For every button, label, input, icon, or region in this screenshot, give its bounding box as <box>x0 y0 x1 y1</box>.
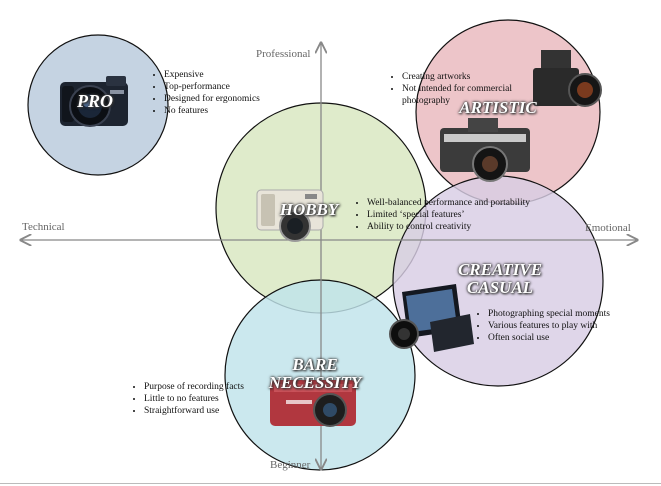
bare-necessity-title-line1: BARE <box>292 355 338 374</box>
list-item: Not intended for commercial photography <box>402 83 542 107</box>
bare-necessity-title: BARE NECESSITY <box>250 356 380 392</box>
list-item: Designed for ergonomics <box>164 93 304 105</box>
list-item: Well-balanced performance and portabilit… <box>367 197 577 209</box>
axis-label-bottom: Beginner <box>270 459 311 471</box>
creative-casual-bullets: Photographing special moments Various fe… <box>474 308 638 344</box>
list-item: Ability to control creativity <box>367 221 577 233</box>
list-item: Often social use <box>488 332 638 344</box>
compact-camera-icon <box>256 189 324 242</box>
hobby-title: HOBBY <box>279 200 339 219</box>
axis-label-top: Professional <box>256 48 311 60</box>
creative-casual-title-line1: CREATIVE <box>457 260 543 279</box>
artistic-bullets: Creating artworks Not intended for comme… <box>388 71 542 107</box>
list-item: Creating artworks <box>402 71 542 83</box>
flip-screen-camera-icon <box>389 284 474 352</box>
pro-title: PRO <box>77 91 113 111</box>
creative-casual-title: CREATIVE CASUAL <box>440 261 560 297</box>
list-item: Straightforward use <box>144 405 284 417</box>
axis-label-left: Technical <box>22 221 65 233</box>
list-item: No features <box>164 105 304 117</box>
list-item: Various features to play with <box>488 320 638 332</box>
point-and-shoot-camera-icon <box>270 380 356 427</box>
list-item: Top-performance <box>164 81 304 93</box>
artistic-title: ARTISTIC <box>459 98 537 117</box>
list-item: Little to no features <box>144 393 284 405</box>
axis-label-right: Emotional <box>585 222 631 234</box>
dslr-camera-icon <box>60 76 128 127</box>
list-item: Limited ‘special features’ <box>367 209 577 221</box>
bare-necessity-bullets: Purpose of recording facts Little to no … <box>130 381 284 417</box>
bare-necessity-title-line2: NECESSITY <box>268 372 362 392</box>
creative-casual-title-line2: CASUAL <box>466 277 534 297</box>
list-item: Expensive <box>164 69 304 81</box>
bottom-divider <box>0 483 661 484</box>
list-item: Purpose of recording facts <box>144 381 284 393</box>
list-item: Photographing special moments <box>488 308 638 320</box>
hobby-bullets: Well-balanced performance and portabilit… <box>353 197 577 233</box>
pro-bullets: Expensive Top-performance Designed for e… <box>150 69 304 117</box>
vintage-camera-icon <box>440 50 602 182</box>
